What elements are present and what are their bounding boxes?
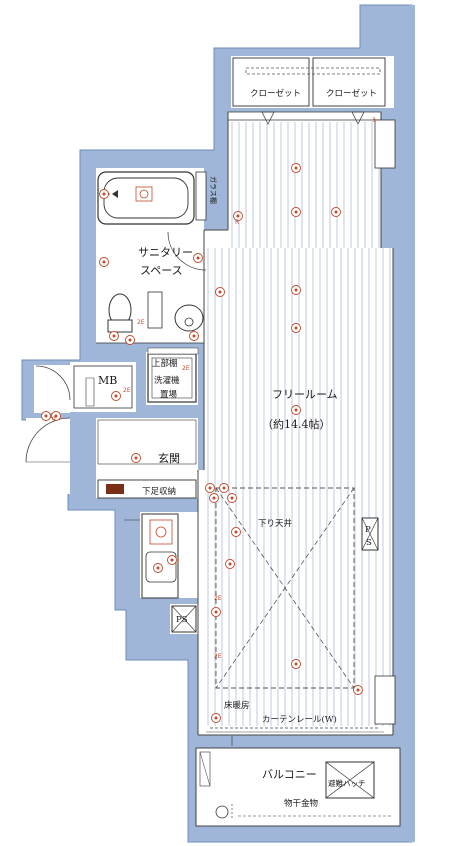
outlet-dot: [134, 456, 138, 460]
outlet-dot: [236, 214, 240, 218]
ps-right-label-2: S: [366, 538, 372, 548]
outlet-dot: [234, 530, 238, 534]
genkan-fixtures: [97, 419, 197, 499]
outlet-dot: [44, 414, 48, 418]
closet-right: [312, 57, 386, 107]
curtain-rail-label: カーテンレール(W): [262, 714, 337, 725]
outlet-dot: [222, 486, 226, 490]
door-openings: [25, 231, 207, 494]
closets: [232, 57, 386, 125]
outlet-dot: [218, 290, 222, 294]
outlet-dot: [334, 210, 338, 214]
outlet-dot: [294, 408, 298, 412]
lowered-ceiling: [215, 487, 355, 689]
outlet-dot: [102, 260, 106, 264]
outlet-dot: [156, 566, 160, 570]
outlet-dot: [294, 326, 298, 330]
outlet-dot: [294, 288, 298, 292]
outlet-dot: [196, 256, 200, 260]
outlet-dot: [128, 338, 132, 342]
room-outlines: [197, 111, 394, 736]
outlet-dot: [54, 414, 58, 418]
outlet-dot: [114, 394, 118, 398]
mark-2e-washer: 2E: [182, 365, 190, 372]
closet-right-label: クローゼット: [326, 88, 377, 99]
mark-2e-mb: 2E: [123, 387, 131, 394]
outlet-dot: [214, 716, 218, 720]
outlet-dot: [294, 210, 298, 214]
outlet-dot: [102, 192, 106, 196]
balcony-fixtures: [195, 736, 401, 827]
mark-r: R: [235, 219, 239, 226]
outlet-dot: [170, 558, 174, 562]
outlet-dot: [228, 562, 232, 566]
outlet-dot: [112, 334, 116, 338]
floor-heating-label: 床暖房: [224, 700, 250, 711]
free-room-label-2: （約14.4帖）: [262, 417, 331, 431]
ps-boxes: [171, 517, 379, 633]
right-wall-fixtures: [374, 119, 396, 725]
sanitary-label-2: スペース: [140, 264, 183, 277]
main-room-area: [198, 112, 393, 735]
outlet-dot: [212, 496, 216, 500]
upper-shelf-label: 上部棚: [152, 358, 178, 369]
genkan-area: [96, 418, 198, 498]
hatch-label: 避難ハッチ: [328, 778, 366, 788]
balcony-label: バルコニー: [262, 768, 317, 781]
outlet-dot: [214, 610, 218, 614]
outlet-dot: [230, 496, 234, 500]
shoe-storage-label: 下足収納: [142, 486, 176, 497]
mb-box: [73, 365, 133, 409]
outlet-dot: [294, 166, 298, 170]
mark-2e-room-2: 2E: [214, 653, 222, 660]
laundry-hanger-label: 物干金物: [284, 798, 319, 809]
glass-shelf-label: ガラス棚: [209, 176, 218, 204]
free-room-label-1: フリールーム: [272, 388, 338, 401]
lowered-ceiling-label: 下り天井: [258, 518, 292, 529]
outlet-dot: [192, 334, 196, 338]
genkan-label: 玄関: [158, 451, 180, 465]
sanitary-fixtures: [96, 171, 207, 344]
ps-right-label-1: P: [365, 525, 371, 535]
labels: クローゼット クローゼット ガラス棚 サニタリー スペース 上部棚 洗濯機 置場…: [52, 88, 377, 809]
outlet-dot: [294, 662, 298, 666]
washer-label-1: 洗濯機: [154, 375, 180, 386]
outlet-dot: [356, 688, 360, 692]
washer-label-2: 置場: [160, 389, 178, 400]
mark-2e-room-1: 2E: [214, 595, 222, 602]
closet-left: [232, 57, 310, 107]
bathtub: [97, 171, 195, 225]
mb-label: MB: [98, 374, 117, 387]
washer-space: [147, 347, 199, 403]
outlet-dot: [208, 486, 212, 490]
washer-area: [146, 352, 198, 405]
sanitary-label-1: サニタリー: [138, 246, 193, 259]
curtain-rail: [206, 727, 384, 733]
closet-left-label: クローゼット: [250, 88, 301, 99]
ps-left-label: PS: [176, 615, 188, 625]
mark-3: 3: [372, 117, 376, 124]
mark-d: d: [52, 415, 56, 422]
mark-2e-sanitary: 2E: [137, 319, 145, 326]
